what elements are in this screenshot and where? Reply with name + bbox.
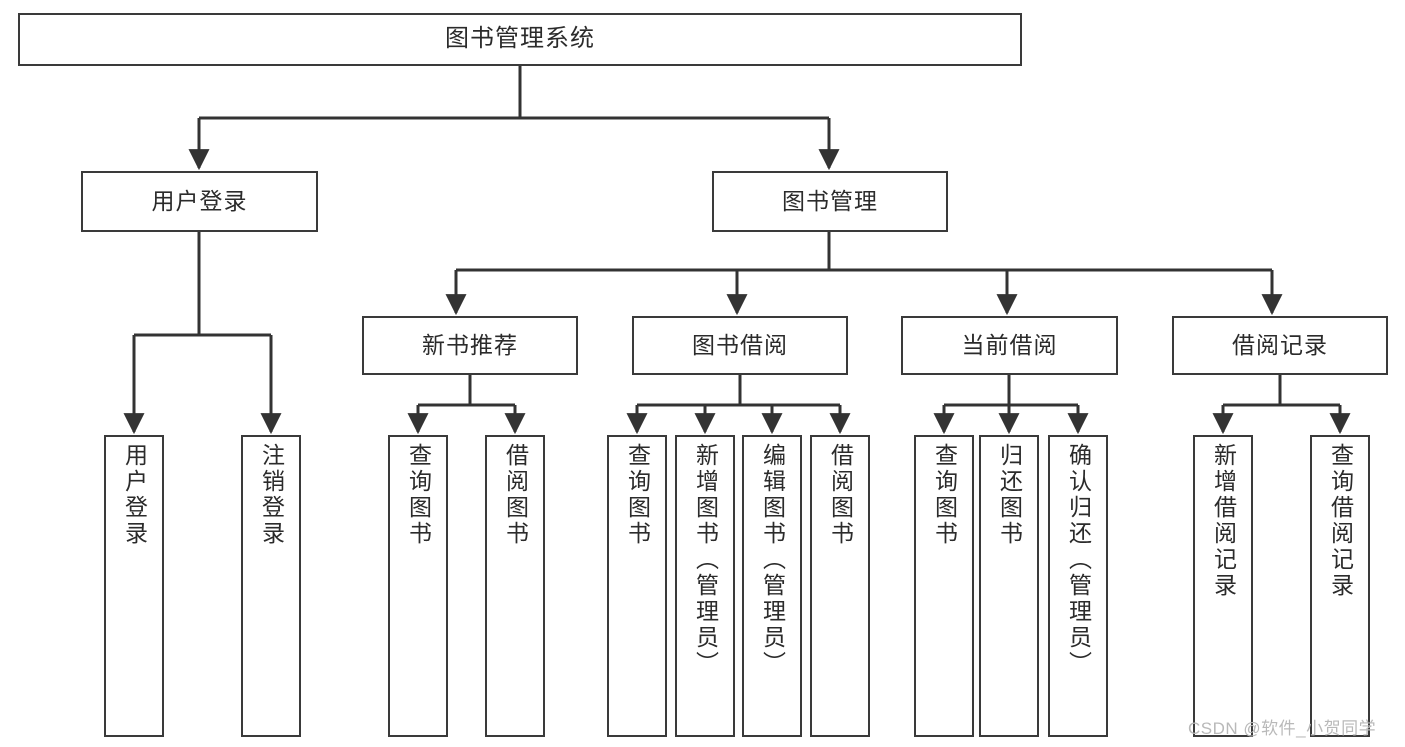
node-borrow-record[interactable]: 借阅记录 bbox=[1172, 316, 1388, 375]
leaf-label: 编辑图书（管理员） bbox=[759, 443, 786, 677]
leaf-label: 借阅图书 bbox=[502, 443, 529, 547]
leaf-label: 借阅图书 bbox=[827, 443, 854, 547]
node-leaf-logout[interactable]: 注销登录 bbox=[241, 435, 301, 737]
node-leaf-query-record[interactable]: 查询借阅记录 bbox=[1310, 435, 1370, 737]
node-leaf-add-record[interactable]: 新增借阅记录 bbox=[1193, 435, 1253, 737]
node-leaf-user-login[interactable]: 用户登录 bbox=[104, 435, 164, 737]
node-book-management[interactable]: 图书管理 bbox=[712, 171, 948, 232]
node-new-book-recommend[interactable]: 新书推荐 bbox=[362, 316, 578, 375]
node-leaf-confirm-return[interactable]: 确认归还（管理员） bbox=[1048, 435, 1108, 737]
leaf-label: 新增借阅记录 bbox=[1210, 443, 1237, 599]
node-book-borrow[interactable]: 图书借阅 bbox=[632, 316, 848, 375]
node-root-title[interactable]: 图书管理系统 bbox=[18, 13, 1022, 66]
node-leaf-query-book-1[interactable]: 查询图书 bbox=[388, 435, 448, 737]
leaf-label: 注销登录 bbox=[258, 443, 285, 547]
leaf-label: 查询图书 bbox=[624, 443, 651, 547]
node-current-borrow[interactable]: 当前借阅 bbox=[901, 316, 1118, 375]
node-leaf-return-book[interactable]: 归还图书 bbox=[979, 435, 1039, 737]
node-leaf-query-book-2[interactable]: 查询图书 bbox=[607, 435, 667, 737]
leaf-label: 查询借阅记录 bbox=[1327, 443, 1354, 599]
node-leaf-borrow-book-2[interactable]: 借阅图书 bbox=[810, 435, 870, 737]
leaf-label: 归还图书 bbox=[996, 443, 1023, 547]
leaf-label: 用户登录 bbox=[121, 443, 148, 547]
leaf-label: 查询图书 bbox=[405, 443, 432, 547]
node-user-login[interactable]: 用户登录 bbox=[81, 171, 318, 232]
leaf-label: 查询图书 bbox=[931, 443, 958, 547]
leaf-label: 确认归还（管理员） bbox=[1065, 443, 1092, 677]
node-leaf-borrow-book-1[interactable]: 借阅图书 bbox=[485, 435, 545, 737]
node-leaf-query-book-3[interactable]: 查询图书 bbox=[914, 435, 974, 737]
node-leaf-edit-book[interactable]: 编辑图书（管理员） bbox=[742, 435, 802, 737]
leaf-label: 新增图书（管理员） bbox=[692, 443, 719, 677]
node-leaf-add-book[interactable]: 新增图书（管理员） bbox=[675, 435, 735, 737]
